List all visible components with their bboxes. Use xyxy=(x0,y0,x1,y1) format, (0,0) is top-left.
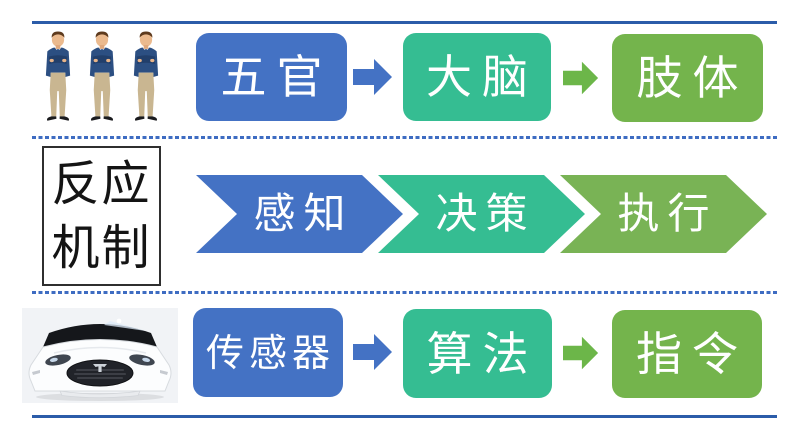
chevron-label-decision: 决策 xyxy=(435,189,536,238)
step-label-senses: 五官 xyxy=(220,50,333,104)
step-label-brain: 大脑 xyxy=(426,50,538,104)
mechanism-title-line1: 反应 xyxy=(51,156,152,212)
man-icon xyxy=(133,31,159,121)
chevron-execution: 执行 xyxy=(560,175,767,253)
step-box-limbs: 肢体 xyxy=(612,34,763,122)
mechanism-title-line2: 机制 xyxy=(51,220,152,276)
businessmen-icon xyxy=(38,30,166,127)
step-box-brain: 大脑 xyxy=(403,33,551,121)
step-label-algorithm: 算法 xyxy=(426,326,539,381)
mechanism-frame: 反应 机制 xyxy=(42,146,161,286)
right-arrow-icon xyxy=(353,57,393,97)
right-arrow-icon xyxy=(562,335,600,371)
step-box-command: 指令 xyxy=(612,310,762,398)
man-icon xyxy=(89,31,115,121)
step-label-sensor: 传感器 xyxy=(205,330,335,375)
step-box-sensor: 传感器 xyxy=(193,308,343,397)
step-box-senses: 五官 xyxy=(196,33,347,121)
man-icon xyxy=(45,31,71,121)
right-arrow-icon xyxy=(353,332,393,372)
chevron-perception: 感知 xyxy=(196,175,403,253)
divider-dashed-lower xyxy=(32,291,777,294)
step-label-limbs: 肢体 xyxy=(636,51,749,105)
tesla-car-icon xyxy=(22,308,178,403)
step-box-algorithm: 算法 xyxy=(403,309,552,398)
divider-bottom xyxy=(32,415,777,418)
divider-dashed-upper xyxy=(32,136,777,139)
divider-top xyxy=(32,21,777,24)
right-arrow-icon xyxy=(562,60,600,96)
step-label-command: 指令 xyxy=(636,327,748,381)
chevron-label-execution: 执行 xyxy=(617,189,718,238)
chevron-label-perception: 感知 xyxy=(253,189,354,238)
chevron-decision: 决策 xyxy=(378,175,585,253)
